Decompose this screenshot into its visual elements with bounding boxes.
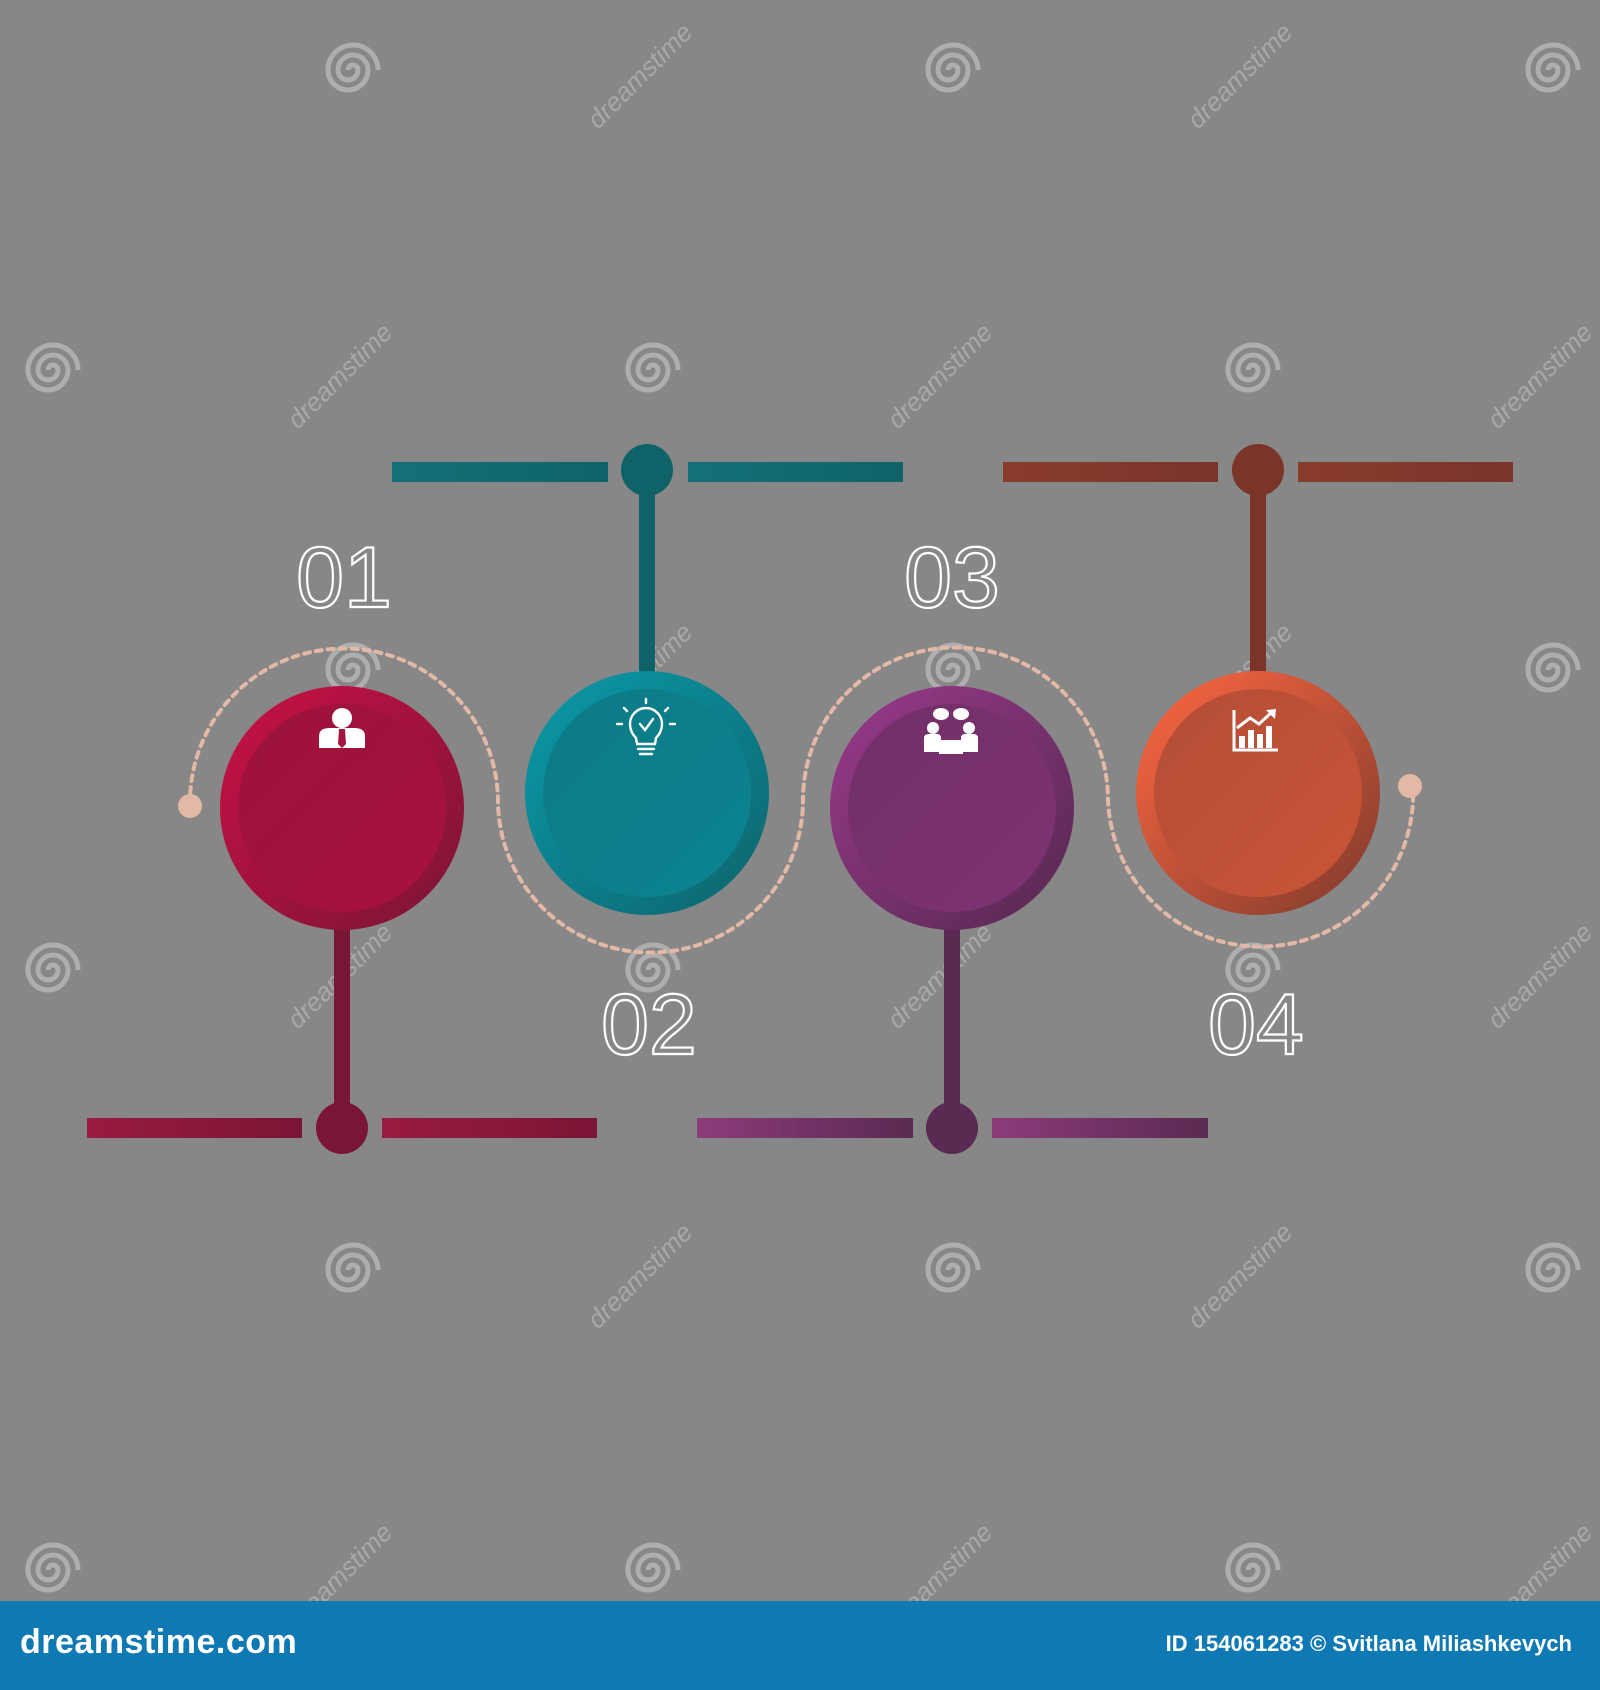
step-2-stem-line: [639, 472, 655, 682]
spiral-logo-icon: [925, 642, 981, 693]
spiral-logo-icon: [1225, 1542, 1281, 1593]
step-1: 01: [87, 529, 597, 1154]
spiral-logo-icon: [325, 42, 381, 93]
step-2-bar-right: [688, 462, 903, 482]
step-4-stem-line: [1250, 472, 1266, 682]
step-4-stem: [1003, 444, 1513, 682]
step-3-node: [926, 1102, 978, 1154]
watermark-text: dreamstime: [581, 17, 698, 134]
step-2-number: 02: [601, 977, 697, 1073]
lightbulb-icon: [615, 697, 677, 756]
step-4-bar-left: [1003, 462, 1218, 482]
step-1-bar-left: [87, 1118, 302, 1138]
spiral-logo-icon: [25, 942, 81, 993]
step-4: 04: [1003, 444, 1513, 1074]
spiral-logo-icon: [1225, 942, 1281, 993]
step-3-circle-inner: [848, 704, 1056, 912]
watermark-text: dreamstime: [1181, 17, 1298, 134]
spiral-logo-icon: [925, 42, 981, 93]
spiral-logo-icon: [925, 1242, 981, 1293]
step-3-bar-left: [697, 1118, 913, 1138]
spiral-logo-icon: [625, 942, 681, 993]
watermark-text: dreamstime: [581, 1217, 698, 1334]
footer-credit: ID 154061283 © Svitlana Miliashkevych: [1165, 1631, 1572, 1656]
spiral-logo-icon: [25, 342, 81, 393]
step-2-node: [621, 444, 673, 496]
watermark-text: dreamstime: [881, 317, 998, 434]
step-1-circle-inner: [238, 704, 446, 912]
step-3-stem: [697, 920, 1208, 1154]
step-4-number: 04: [1208, 977, 1304, 1073]
footer-bar: dreamstime.com ID 154061283 © Svitlana M…: [0, 1601, 1600, 1690]
spiral-logo-icon: [1525, 42, 1581, 93]
watermark-text: dreamstime: [881, 917, 998, 1034]
connector-wave: [187, 645, 1416, 955]
spiral-logo-icon: [1525, 642, 1581, 693]
spiral-logo-icon: [625, 1542, 681, 1593]
step-2: 02: [392, 444, 903, 1074]
growth-chart-icon: [1232, 709, 1278, 752]
step-3-bar-right: [992, 1118, 1208, 1138]
dashed-connector: [178, 645, 1422, 955]
meeting-icon: [924, 708, 978, 754]
spiral-logo-icon: [1225, 342, 1281, 393]
step-4-circle-inner: [1154, 689, 1362, 897]
step-2-bar-left: [392, 462, 608, 482]
connector-start-dot: [178, 794, 202, 818]
spiral-logo-icon: [1525, 1242, 1581, 1293]
watermark-text: dreamstime: [281, 317, 398, 434]
step-2-circle-inner: [543, 689, 751, 897]
step-1-node: [316, 1102, 368, 1154]
connector-end-dot: [1398, 774, 1422, 798]
step-4-node: [1232, 444, 1284, 496]
step-1-stem: [87, 920, 597, 1154]
watermark-text: dreamstime: [1181, 1217, 1298, 1334]
watermark-text: dreamstime: [1481, 317, 1598, 434]
spiral-logo-icon: [25, 1542, 81, 1593]
step-3-number: 03: [904, 530, 1000, 626]
spiral-logo-icon: [325, 1242, 381, 1293]
businessman-icon: [319, 708, 365, 748]
step-3: 03: [697, 529, 1208, 1154]
footer-brand[interactable]: dreamstime.com: [20, 1623, 298, 1661]
step-1-stem-line: [334, 920, 350, 1128]
spiral-logo-icon: [625, 342, 681, 393]
step-4-bar-right: [1298, 462, 1513, 482]
step-3-stem-line: [944, 920, 960, 1128]
step-2-stem: [392, 444, 903, 682]
watermark-text: dreamstime: [1481, 917, 1598, 1034]
step-1-bar-right: [382, 1118, 597, 1138]
step-1-number: 01: [296, 530, 392, 626]
